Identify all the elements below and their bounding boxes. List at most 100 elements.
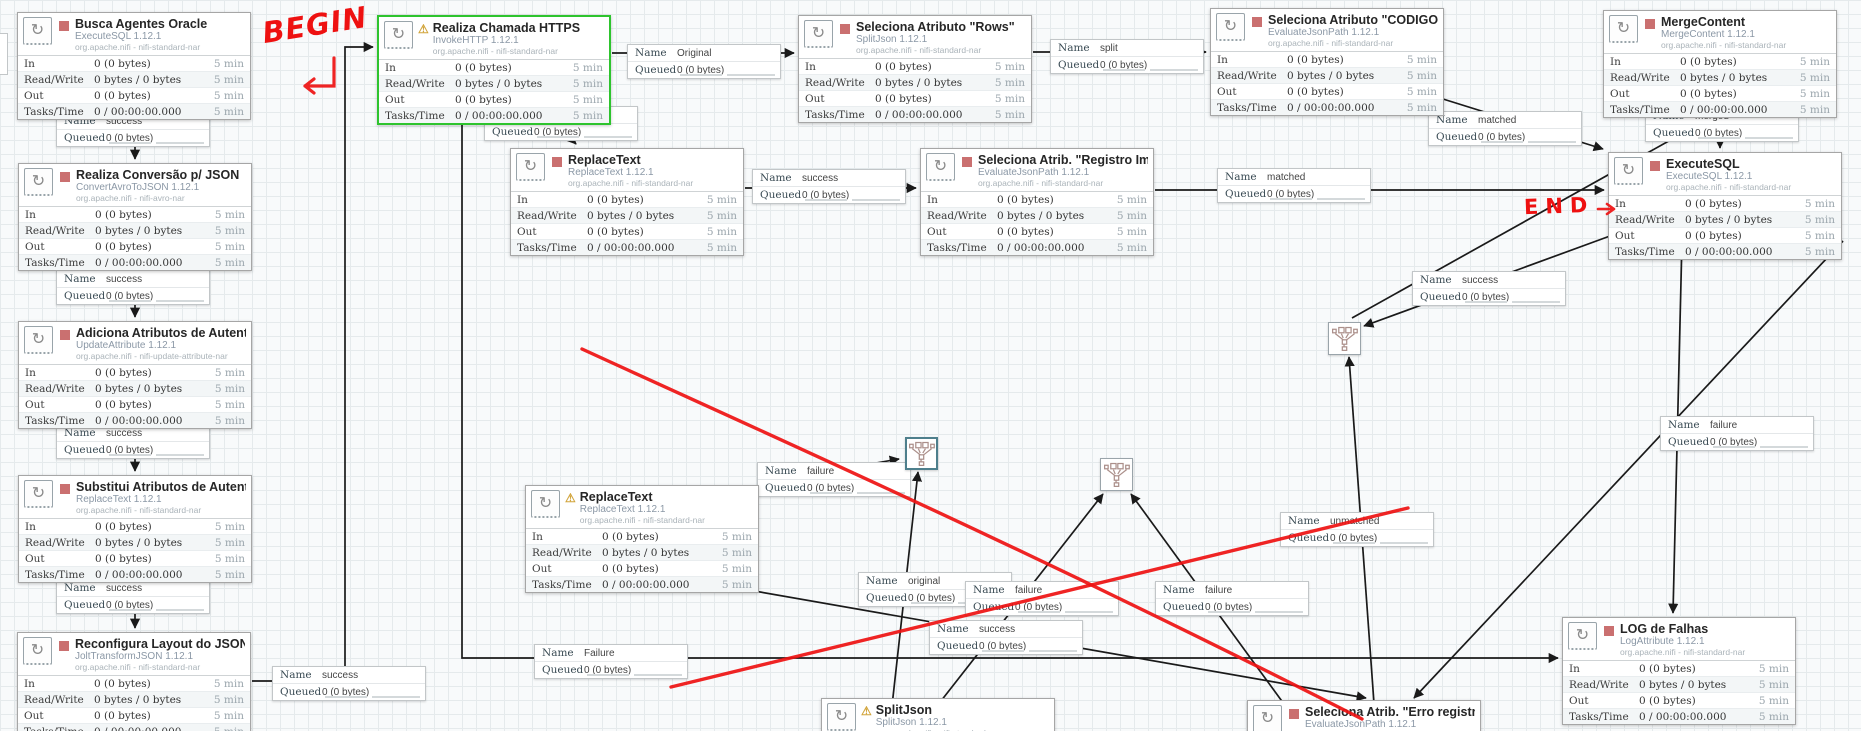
queue-fill-bar bbox=[325, 696, 367, 698]
processor-bundle: org.apache.nifi - nifi-standard-nar bbox=[75, 42, 201, 52]
label-queued-value: 0 (0 bytes) bbox=[534, 126, 582, 138]
processor-icon: ↻ bbox=[1253, 705, 1282, 731]
stopped-icon bbox=[1604, 626, 1614, 636]
queue-fill-bar bbox=[109, 142, 151, 144]
queue-fill-bar bbox=[109, 609, 151, 611]
connection-reconfigura-to-https[interactable] bbox=[252, 41, 374, 682]
connection-diag-to-erro-registro-right[interactable] bbox=[1413, 240, 1844, 699]
funnel-1[interactable] bbox=[905, 437, 938, 470]
processor-substitui-atributos-autenticacao[interactable]: ↻Substitui Atributos de AutenticaçãoRepl… bbox=[18, 475, 252, 583]
processor-icon: ↻ bbox=[23, 637, 52, 665]
processor-title: Substitui Atributos de Autenticação bbox=[76, 480, 246, 494]
stopped-icon bbox=[60, 330, 70, 340]
processor-type: ReplaceText 1.12.1 bbox=[579, 504, 666, 515]
processor-seleciona-atrib-registro-importado[interactable]: ↻Seleciona Atrib. "Registro Importado"Ev… bbox=[920, 148, 1154, 256]
funnel-2[interactable] bbox=[1100, 458, 1133, 491]
processor-title: ExecuteSQL bbox=[1666, 157, 1740, 171]
funnel-3[interactable] bbox=[1328, 322, 1361, 355]
label-name-value: failure bbox=[1710, 419, 1738, 431]
processor-seleciona-atributo-codigo-json[interactable]: ↻Seleciona Atributo "CODIGO" e "JSON...E… bbox=[1210, 8, 1444, 116]
processor-title: Adiciona Atributos de Autenticação bbox=[76, 326, 246, 340]
funnel-icon bbox=[909, 441, 935, 466]
queue-fill-bar bbox=[810, 492, 852, 494]
processor-type: ExecuteSQL 1.12.1 bbox=[75, 31, 162, 42]
label-name-key: Name bbox=[1058, 42, 1090, 54]
queue-fill-bar bbox=[1103, 69, 1145, 71]
processor-seleciona-atributo-rows[interactable]: ↻Seleciona Atributo "Rows"SplitJson 1.12… bbox=[798, 15, 1032, 123]
queue-fill-bar bbox=[109, 300, 151, 302]
processor-bundle: org.apache.nifi - nifi-standard-nar bbox=[978, 178, 1104, 188]
processor-adiciona-atributos-autenticacao[interactable]: ↻Adiciona Atributos de AutenticaçãoUpdat… bbox=[18, 321, 252, 429]
label-name-value: unmatched bbox=[1330, 515, 1380, 527]
queue-fill-bar bbox=[1029, 650, 1077, 652]
queue-fill-bar bbox=[1528, 141, 1576, 143]
processor-bundle: org.apache.nifi - nifi-standard-nar bbox=[856, 45, 982, 55]
label-name-key: Name bbox=[1420, 274, 1452, 286]
processor-bundle: org.apache.nifi - nifi-standard-nar bbox=[579, 515, 705, 525]
queue-fill-bar bbox=[727, 74, 775, 76]
processor-icon: ↻ bbox=[827, 703, 856, 731]
funnel-icon bbox=[1332, 326, 1358, 351]
processor-bundle: org.apache.nifi - nifi-update-attribute-… bbox=[76, 351, 228, 361]
processor-icon: ↻ bbox=[24, 326, 53, 354]
processor-bundle: org.apache.nifi - nifi-avro-nar bbox=[76, 193, 185, 203]
processor-icon: ↻ bbox=[1609, 15, 1638, 43]
label-queued-key: Queued bbox=[765, 482, 807, 494]
processor-seleciona-atrib-erro-registro[interactable]: ↻Seleciona Atrib. "Erro registro"Evaluat… bbox=[1247, 700, 1481, 731]
queue-fill-bar bbox=[1698, 137, 1740, 139]
queue-fill-bar bbox=[156, 609, 204, 611]
label-queued-key: Queued bbox=[1420, 291, 1462, 303]
label-queued-key: Queued bbox=[542, 664, 584, 676]
queue-fill-bar bbox=[1512, 301, 1560, 303]
label-queued-value: 0 (0 bytes) bbox=[1695, 127, 1743, 139]
label-queued-key: Queued bbox=[1288, 532, 1330, 544]
queue-fill-bar bbox=[587, 674, 629, 676]
processor-bundle: org.apache.nifi - nifi-standard-nar bbox=[1666, 182, 1792, 192]
stopped-icon bbox=[840, 24, 850, 34]
queue-fill-bar bbox=[1018, 611, 1060, 613]
queue-fill-bar bbox=[634, 674, 682, 676]
processor-icon: ↻ bbox=[23, 17, 52, 45]
processor-type: SplitJson 1.12.1 bbox=[856, 34, 928, 45]
